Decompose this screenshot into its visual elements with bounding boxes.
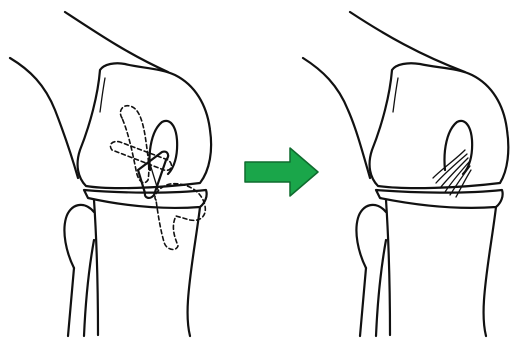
thigh-lower-outline (10, 58, 78, 178)
panel-before (10, 12, 211, 336)
tibia-shaft-left (94, 200, 98, 335)
tibia-shaft-left (386, 200, 390, 335)
fibula-shaft-right (84, 240, 94, 336)
fibula-shaft-right (376, 240, 386, 336)
reconstructed-ligament (433, 150, 471, 197)
femoral-tunnel-diagonal (110, 142, 171, 171)
arrow-right-icon (245, 148, 318, 196)
fibula-shaft-left (68, 268, 74, 336)
tibia-plateau (376, 190, 503, 208)
transition-arrow (245, 148, 318, 196)
fibula-head (356, 205, 386, 268)
panel-after (303, 12, 508, 336)
fibula-head (64, 205, 94, 268)
tibia-shaft-right (484, 207, 496, 336)
femur-notch-ridge (100, 78, 105, 112)
intercondylar-notch (445, 121, 473, 174)
tibia-shaft-right (188, 207, 200, 336)
femur-notch-ridge (393, 78, 398, 112)
femur-condyle-outline (78, 63, 212, 188)
thigh-lower-outline (303, 58, 370, 178)
fibula-shaft-left (360, 268, 366, 336)
femur-condyle-outline (370, 63, 509, 188)
